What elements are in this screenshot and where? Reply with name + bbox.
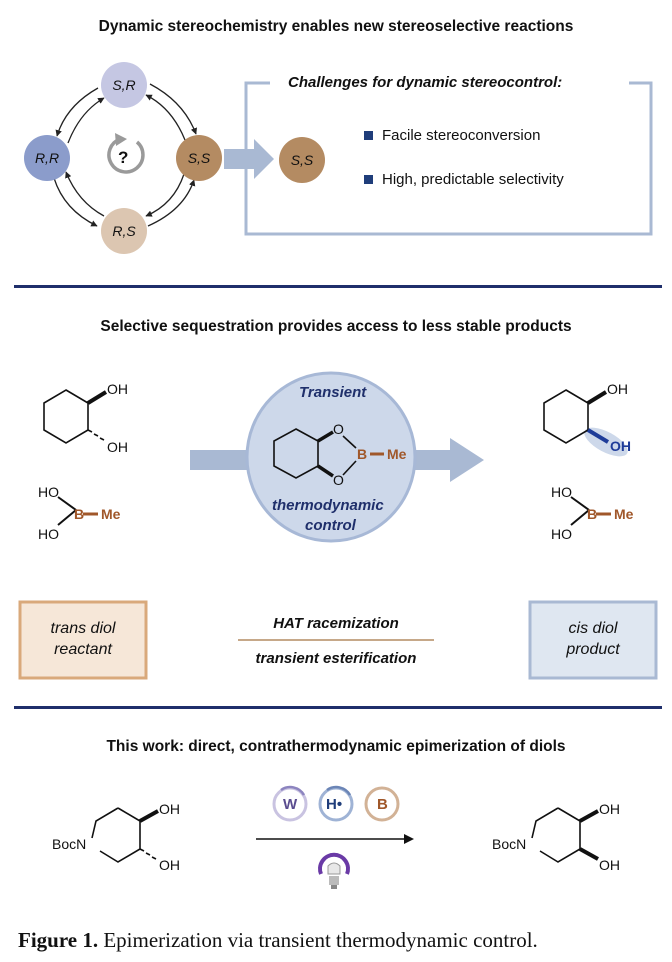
challenges-title: Challenges for dynamic stereocontrol: [282,74,569,91]
ester-o2: O [333,472,344,488]
transient-esterification-label: transient esterification [255,650,417,667]
reactant-oh-2: OH [107,439,128,455]
bullet-text-2: High, predictable selectivity [382,171,564,188]
figure-caption: Figure 1. Epimerization via transient th… [18,928,538,953]
big-arrow-panel1 [224,139,274,179]
divider-1 [14,285,662,288]
divider-2 [14,706,662,709]
reactant-p3-oh2: OH [159,857,180,873]
catalyst-w: W [283,796,298,813]
boronic-right-me: Me [614,506,634,522]
panel3-graphics [91,785,599,889]
hat-racemization-label: HAT racemization [273,615,399,632]
circle-bottom-label-1: thermodynamic [272,497,384,514]
center-question-mark: ? [118,148,129,167]
center-circular-arrow [107,137,145,174]
arrow-ss-to-rs [145,173,185,217]
reactant-p3-oh1: OH [159,801,180,817]
boronic-right-ho2: HO [551,526,572,542]
boronic-right-b: B [587,506,598,522]
product-p3-oh2: OH [599,857,620,873]
product-oh-2: OH [610,438,631,454]
trans-diol-label-1: trans diol [50,620,116,637]
product-piperidine [531,807,599,863]
product-p3-oh1: OH [599,801,620,817]
boronic-left-ho2: HO [38,526,59,542]
cis-diol-structure [543,389,610,444]
arrow-sr-to-ss [149,83,197,135]
circle-top-label: Transient [299,384,367,401]
challenges-bracket [244,81,653,236]
circle-bottom-label-2: control [305,517,356,534]
arrow-rr-to-sr [67,97,105,144]
reactant-p3-bocn: BocN [52,836,87,852]
cis-diol-label-2: product [566,641,620,658]
cis-diol-box [528,600,658,680]
catalyst-b: B [377,796,388,813]
stereo-node-rs: R,S [101,208,147,254]
arrow-rs-to-rr [65,171,105,217]
light-bulb-icon [318,852,350,889]
ester-b: B [357,446,368,462]
arrow-ss-to-sr [145,94,186,141]
arrow-rs-to-ss [147,179,196,227]
panel2-graphics [18,371,658,680]
trans-diol-structure [43,389,108,444]
product-oh-1: OH [607,381,628,397]
product-p3-bocn: BocN [492,836,527,852]
boronic-left-ho1: HO [38,484,59,500]
boronic-left-b: B [74,506,85,522]
arrow-rr-to-rs [53,177,98,227]
caption-label: Figure 1. [18,928,99,952]
panel2-title: Selective sequestration provides access … [100,318,572,335]
ester-me: Me [387,446,407,462]
stereo-node-product: S,S [279,137,325,183]
boronic-acid-right [570,496,611,526]
panel3-title: This work: direct, contrathermodynamic e… [106,738,566,755]
cycle-arrows [53,81,653,236]
bullet-2 [364,175,373,184]
boronic-acid-left [57,496,98,526]
trans-diol-label-2: reactant [54,641,112,658]
stereo-node-rr: R,R [24,135,70,181]
transient-circle [245,371,417,543]
panel1-title: Dynamic stereochemistry enables new ster… [98,18,574,35]
cis-diol-label-1: cis diol [568,620,618,637]
reactant-oh-1: OH [107,381,128,397]
catalyst-b-circle [364,786,400,822]
arrow-sr-to-rr [55,87,99,137]
stereo-node-sr: S,R [101,62,147,108]
stereo-node-ss: S,S [176,135,222,181]
caption-text: Epimerization via transient thermodynami… [98,928,538,952]
bullet-text-1: Facile stereoconversion [382,127,541,144]
boronic-right-ho1: HO [551,484,572,500]
boronate-ester-structure [273,428,384,479]
ester-o1: O [333,421,344,437]
bullet-1 [364,131,373,140]
reactant-piperidine [91,807,159,863]
trans-diol-box [18,600,148,680]
boronic-left-me: Me [101,506,121,522]
catalyst-h: H• [326,796,343,813]
